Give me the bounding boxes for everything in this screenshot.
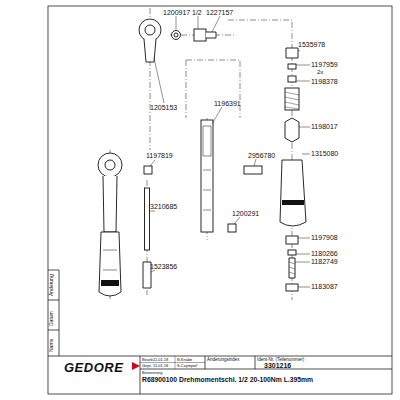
callout-number: 1183087 <box>311 283 338 290</box>
title-block-text: S.Czympiel <box>177 364 197 368</box>
callout-number: 1/2 <box>192 9 202 16</box>
title-block-text: Gepr. <box>142 364 152 368</box>
callout-number: 1198017 <box>311 123 338 130</box>
callout-number: 2956780 <box>248 152 275 159</box>
title-block-text: B.Knabe <box>177 358 192 362</box>
title-block-text: 11.01.18 <box>153 364 168 368</box>
callout-number: 1315080 <box>311 150 338 157</box>
callout-number: 1182749 <box>311 258 338 265</box>
title-block-text: Name <box>49 339 54 352</box>
title-block-text: Bearb. <box>142 358 154 362</box>
callout-number: 1523856 <box>150 263 177 270</box>
title-block-text: Benennung <box>142 371 162 375</box>
title-block-text: 11.01.18 <box>153 358 168 362</box>
title-block-text: Änderung <box>49 274 54 296</box>
title-block-text: R68900100 Drehmomentschl. 1/2 20-100Nm L… <box>142 377 313 384</box>
title-block-text: GEDORE <box>64 361 123 374</box>
logo-mark <box>132 362 140 370</box>
callout-number: 1180266 <box>311 250 338 257</box>
callout-number: 1200291 <box>232 210 259 217</box>
callout-number: 1197819 <box>146 152 173 159</box>
callout-number: 2x <box>317 69 323 75</box>
callout-number: 1535978 <box>298 41 325 48</box>
callout-number: 1198378 <box>311 78 338 85</box>
callout-number: 1200917 <box>163 9 190 16</box>
callout-number: 1197959 <box>311 61 338 68</box>
callout-number: 1205153 <box>150 104 177 111</box>
title-block-text: Datum <box>49 311 54 326</box>
callout-number: 1196391 <box>214 100 241 107</box>
title-block-text: 3301216 <box>264 362 291 369</box>
title-block-text: Ident-Nr. (Teilenummer) <box>257 358 304 363</box>
callout-number: 1227157 <box>206 9 233 16</box>
callout-number: 1197908 <box>311 234 338 241</box>
frame <box>48 6 392 394</box>
callout-number: 3210685 <box>150 203 177 210</box>
title-block-text: Änderungsindex <box>207 358 240 363</box>
